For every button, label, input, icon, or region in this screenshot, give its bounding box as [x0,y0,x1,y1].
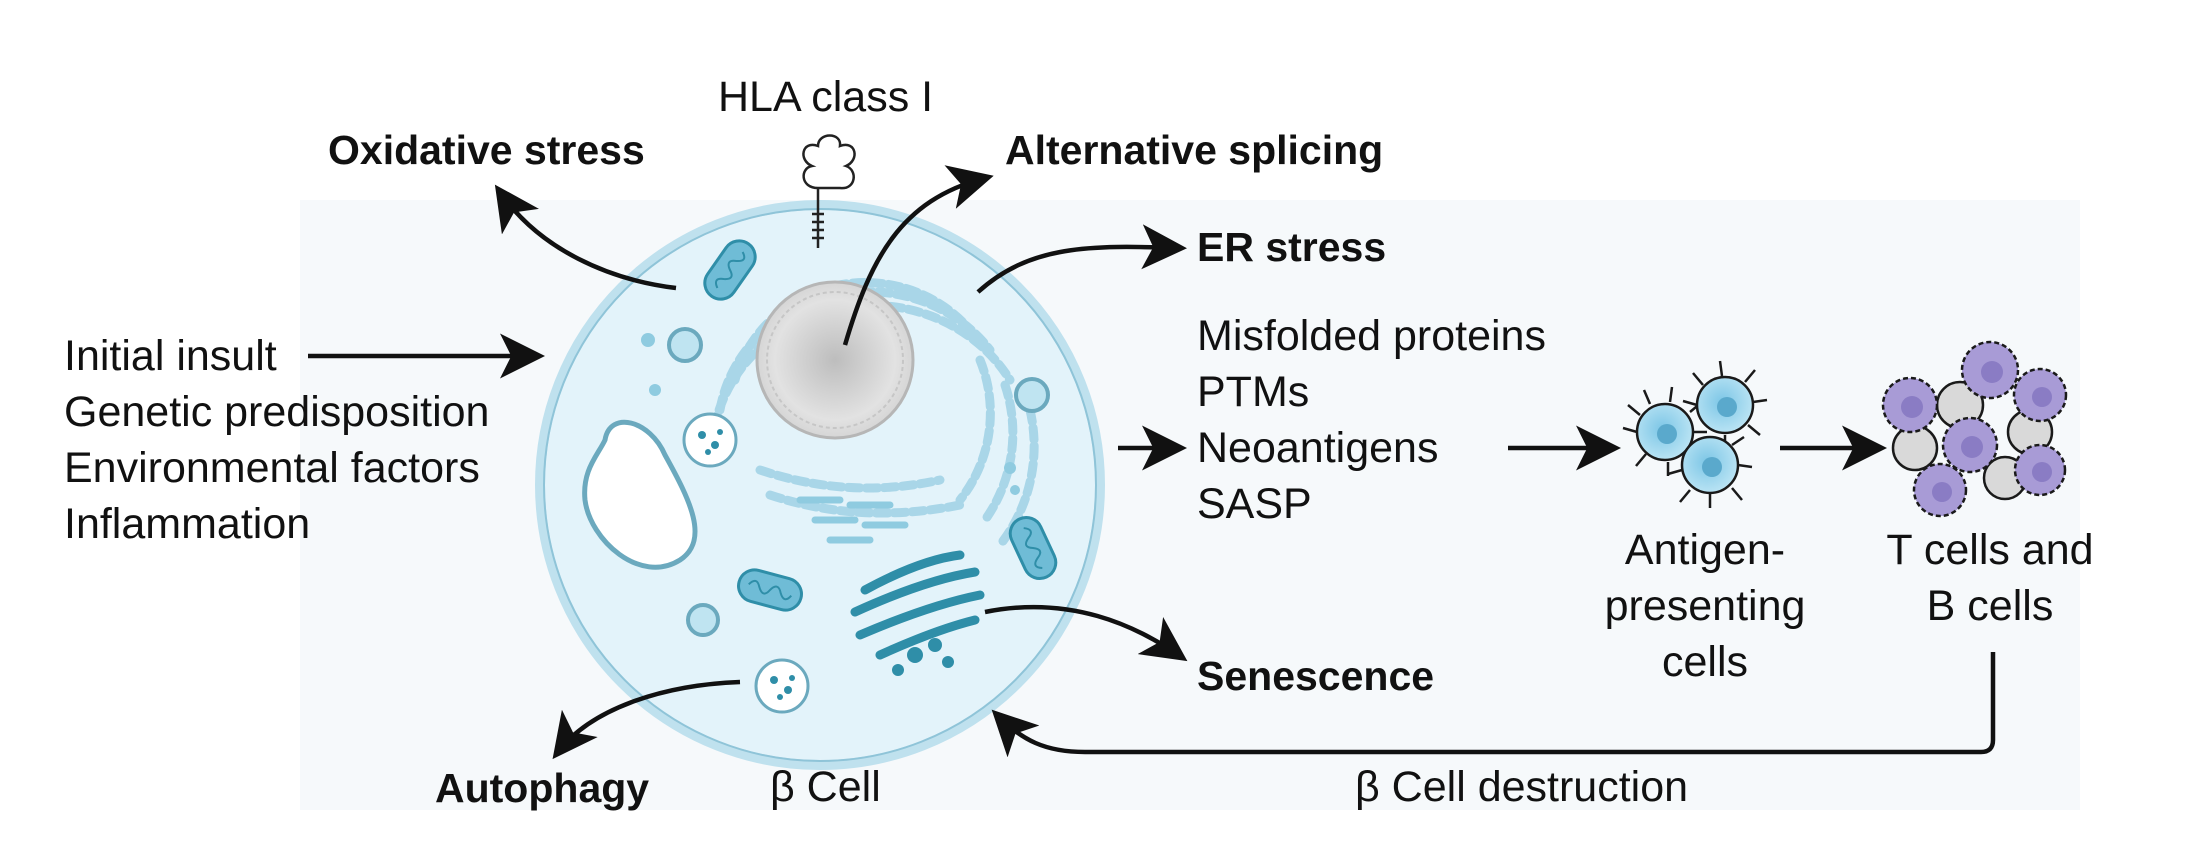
small-granules [641,333,1020,495]
product-item: SASP [1197,480,1312,528]
insult-item: Genetic predisposition [64,388,490,436]
antigen-presenting-cells [1622,360,1768,508]
hla-class-i-label: HLA class I [718,73,934,121]
arrows [308,165,1996,760]
oxidative-stress-label: Oxidative stress [328,127,645,173]
t-and-b-lymphocytes [1881,340,2068,518]
golgi-apparatus [850,550,985,660]
golgi-vesicles [892,638,954,676]
nucleus [755,280,915,440]
mitochondrion-bottom [737,568,803,612]
autophagy-label: Autophagy [435,765,650,811]
insult-item: Inflammation [64,500,311,548]
vacuole [582,419,698,570]
lymphocyte-purple-3 [2012,367,2068,423]
er-stress-arrow [976,224,1187,294]
product-item: Misfolded proteins [1197,312,1546,360]
tb-label-line: B cells [1926,582,2054,630]
er-stress-label: ER stress [1197,224,1387,270]
apc-label: Antigen- presenting cells [1580,522,1830,690]
autophagy-arrow [552,679,741,760]
smooth-er [796,496,909,544]
senescence-arrow [984,604,1188,662]
lymphocyte-gray-2 [1891,424,1939,472]
product-item: PTMs [1197,368,1310,416]
apc-label-line: Antigen- [1624,526,1786,574]
product-list: Misfolded proteins PTMs Neoantigens SASP [1197,308,1546,532]
lymphocyte-purple-4 [1941,416,1999,474]
insult-item: Environmental factors [64,444,480,492]
beta-cell [535,134,1105,770]
lymphocyte-purple-1 [1881,376,1939,434]
lymphocyte-purple-6 [2013,443,2067,497]
mitochondrion-top [703,239,757,301]
insult-item: Initial insult [64,332,277,380]
vesicle-rings [667,327,1050,637]
insult-list: Initial insult Genetic predisposition En… [64,328,489,552]
alternative-splicing-arrow [842,165,994,346]
lysosome-top [682,412,738,468]
oxidative-stress-arrow [494,184,677,291]
apc-label-line: presenting [1604,582,1806,630]
apc-cell-2 [1682,360,1768,448]
apc-label-line: cells [1661,638,1749,686]
destruction-feedback-arrow [991,652,1996,758]
apc-cell-1 [1622,386,1707,476]
beta-cell-label: β Cell [770,763,881,811]
t-b-cells-label: T cells and B cells [1860,522,2120,634]
tb-label-line: T cells and [1886,526,2094,574]
nucleus-inner-ring [766,291,904,429]
apc-cell-3 [1667,435,1753,508]
hla-class-i-receptor [802,134,856,248]
autophagosome [754,658,810,714]
lymphocyte-purple-2 [1960,340,2020,400]
beta-cell-destruction-label: β Cell destruction [1355,763,1689,811]
mitochondrion-right [1008,515,1058,581]
senescence-label: Senescence [1197,653,1435,699]
alternative-splicing-label: Alternative splicing [1005,127,1384,173]
lymphocyte-purple-5 [1912,462,1968,518]
product-item: Neoantigens [1197,424,1439,472]
